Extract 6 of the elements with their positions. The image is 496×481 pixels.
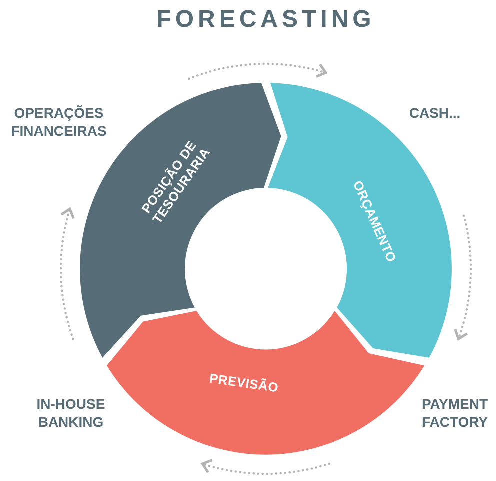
- diagram-title: FORECASTING: [156, 6, 376, 34]
- side-label: CASH...: [408, 104, 462, 122]
- side-label: PAYMENT FACTORY: [420, 395, 490, 432]
- segment-label: PREVISÃO: [208, 370, 281, 398]
- side-label: OPERAÇÕES FINANCEIRAS: [10, 104, 108, 140]
- side-label: IN-HOUSE BANKING: [36, 395, 106, 432]
